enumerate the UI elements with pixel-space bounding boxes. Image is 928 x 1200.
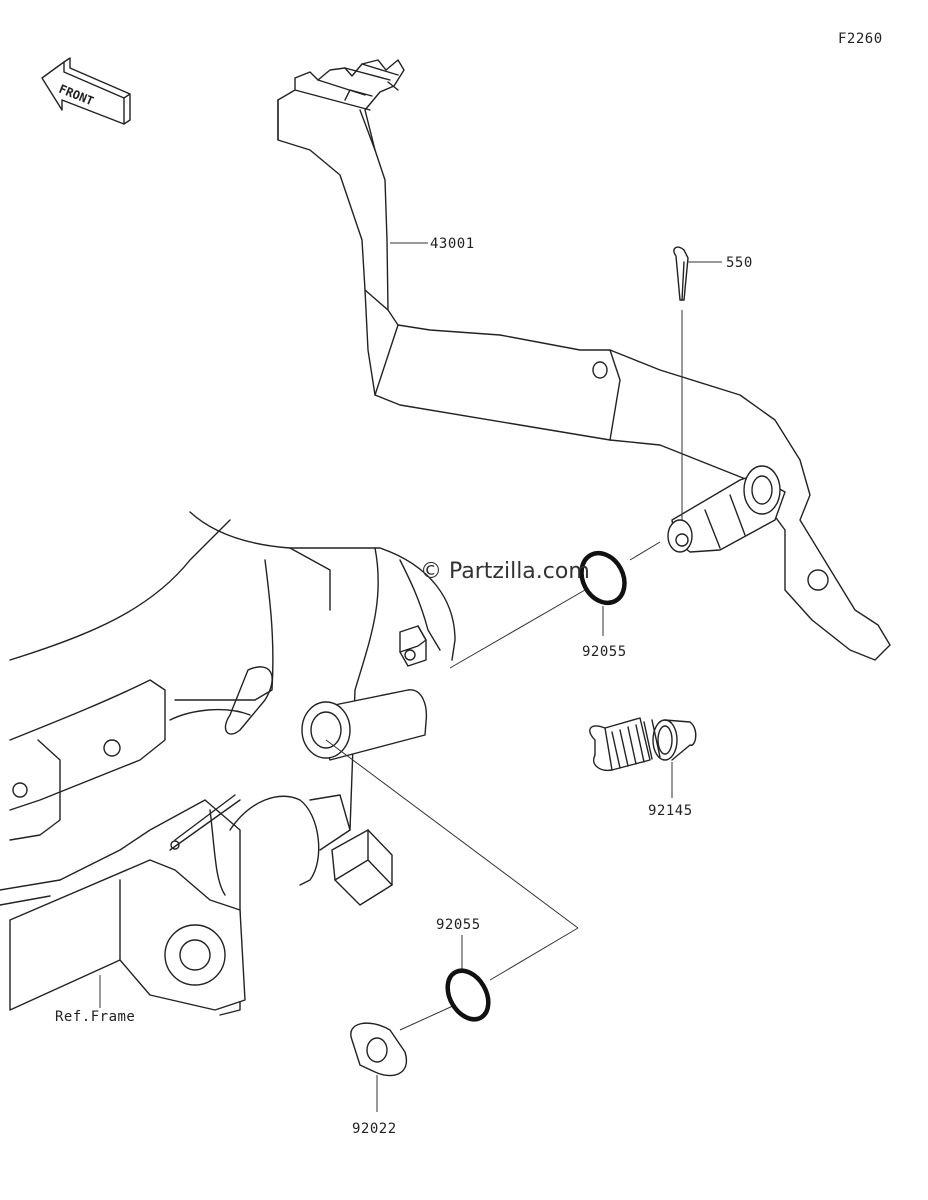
label-92145: 92145 <box>648 803 693 819</box>
front-arrow-icon: FRONT <box>41 57 131 125</box>
oring-upper <box>449 541 661 669</box>
cotter-pin <box>673 246 722 520</box>
oring-lower <box>445 968 491 1022</box>
label-43001: 43001 <box>430 236 475 252</box>
washer <box>350 1022 408 1112</box>
brake-pedal <box>277 59 891 661</box>
diagram-code: F2260 <box>838 31 883 47</box>
label-92055-lower: 92055 <box>436 917 481 933</box>
lower-leaders <box>99 739 579 1031</box>
label-92022: 92022 <box>352 1121 397 1137</box>
return-spring <box>589 717 697 798</box>
watermark: © Partzilla.com <box>420 559 590 584</box>
label-92055-upper: 92055 <box>582 644 627 660</box>
label-ref-frame: Ref.Frame <box>55 1009 135 1025</box>
label-550: 550 <box>726 255 753 271</box>
frame-structure <box>0 511 456 1016</box>
